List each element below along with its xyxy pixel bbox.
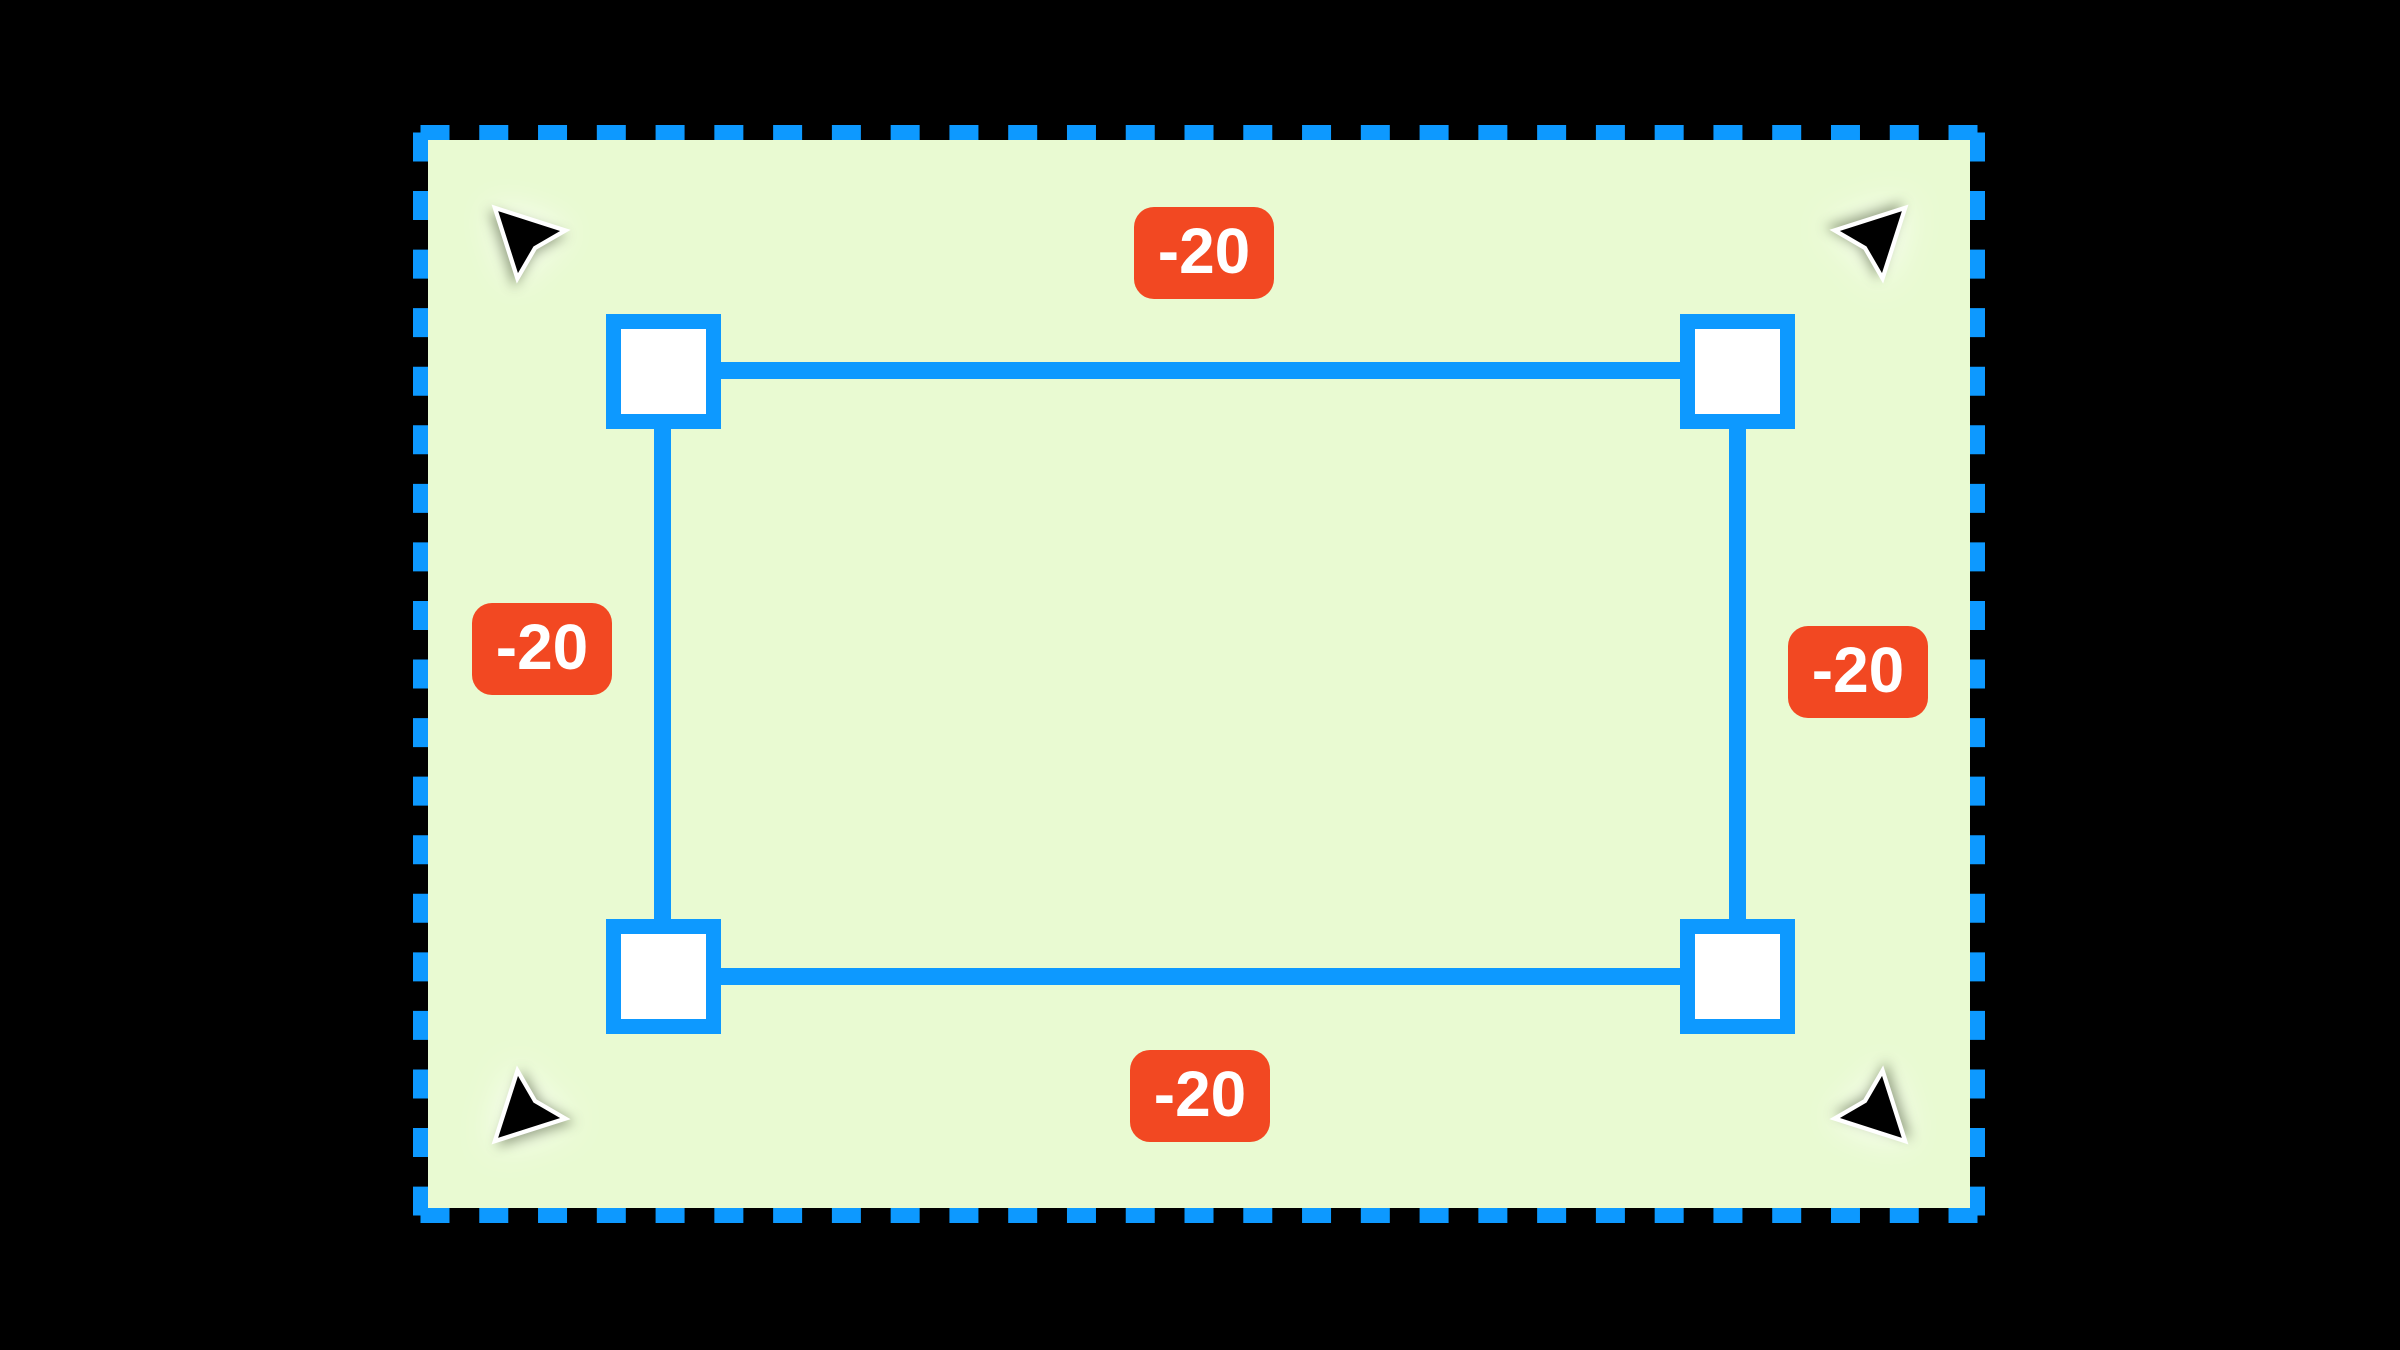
offset-badge-right: -20 [1788,626,1928,718]
corner-handle-top-left[interactable] [605,313,721,429]
resize-cursor-top-left-icon [491,204,571,284]
offset-badge-top-label: -20 [1157,215,1251,287]
cursor-arrow-shape [491,204,571,284]
resize-cursor-bottom-left-icon [491,1065,571,1145]
offset-badge-left: -20 [472,603,612,695]
cursor-arrow-shape [491,1065,571,1145]
corner-handle-bottom-right[interactable] [1679,918,1795,1034]
offset-badge-bottom: -20 [1130,1050,1270,1142]
corner-handle-bottom-left[interactable] [605,918,721,1034]
offset-badge-left-label: -20 [495,611,589,683]
offset-badge-top: -20 [1134,207,1274,299]
cursor-arrow-shape [1829,1065,1909,1145]
resize-cursor-top-right-icon [1829,204,1909,284]
offset-badge-right-label: -20 [1811,634,1905,706]
corner-handle-top-right[interactable] [1679,313,1795,429]
cursor-arrow-shape [1829,204,1909,284]
resize-cursor-bottom-right-icon [1829,1065,1909,1145]
offset-badge-bottom-label: -20 [1153,1058,1247,1130]
selection-rectangle[interactable] [654,362,1746,985]
